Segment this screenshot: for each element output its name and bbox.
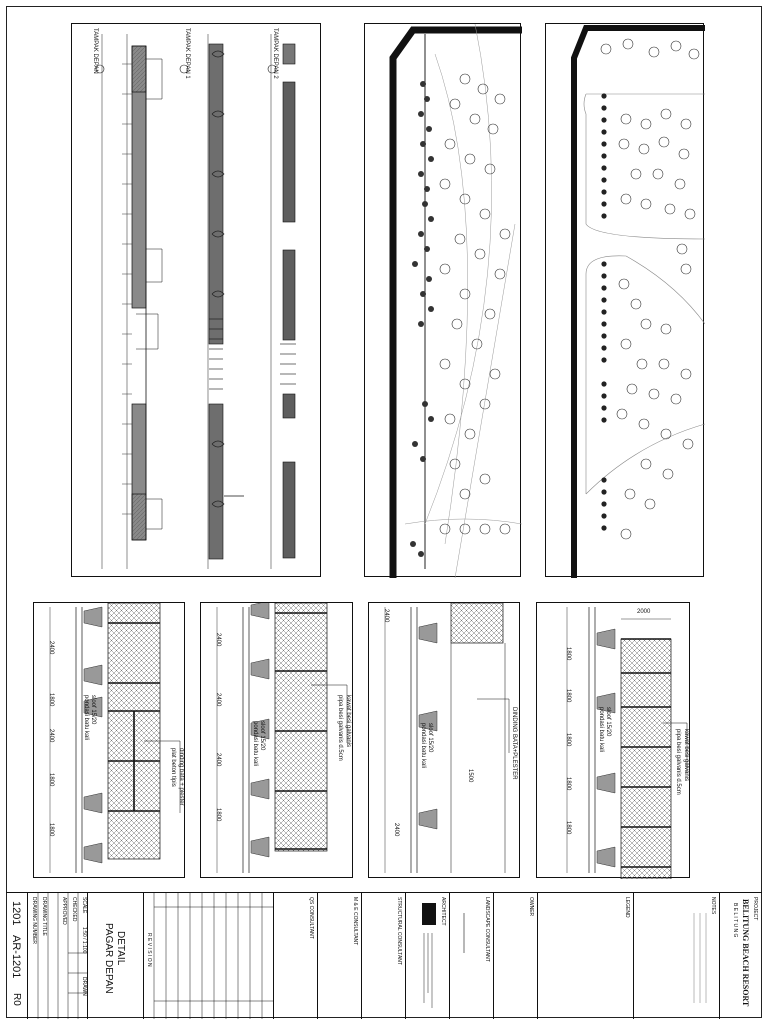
architect-logo [422,903,436,925]
drawing-title-line-1: DETAIL [115,931,126,966]
revision-header: R E V I S I O N [146,933,152,967]
tb-project-column: PROJECT BELITUNG BEACH RESORT B E L I T … [720,893,762,1019]
detail4-dim-d: 1800 [565,777,571,791]
landscape-signature [463,913,465,953]
front-elevation-drawing [95,34,296,569]
fence-detail-4: 2000 1800 1800 1800 1800 1800 sloof 15/2… [536,602,690,879]
drawing-number: AR-1201 [10,935,22,979]
tb-architect-column: ARCHITECT [406,893,450,1019]
detail1-note-2: plat beton tipis [170,748,176,787]
site-plan-frame-1 [364,23,522,578]
elevation-label-3: TAMPAK DEPAN 2 [272,28,278,79]
detail2-dim-b: 2400 [215,693,221,707]
fence-detail-2-drawing [216,603,348,873]
detail4-dim-c: 1800 [565,733,571,747]
detail1-label-b: pondasi batu kali [83,695,89,741]
site-plan-drawing-1 [389,24,522,578]
tb-label-checked: CHECKED [71,897,77,922]
revision-code: R0 [11,993,22,1006]
detail1-dim-b: 1800 [48,693,54,707]
detail2-label-b: pondasi batu kali [252,721,258,767]
architect-logo-lines [423,933,433,1008]
tb-legend-column: LEGEND [538,893,634,1019]
tb-title-column: DETAIL PAGAR DEPAN [88,893,144,1019]
drawing-sheet [6,6,762,1018]
tb-label-scale: SCALE [81,897,87,914]
detail3-label-a: sloof 15/20 [427,723,433,753]
detail2-note-2: pipa besi galvanis d.5cm [337,695,343,761]
tb-label-owner: OWNER [528,897,534,917]
sheet-number: 1201 [10,901,22,926]
detail1-dim-d: 1800 [48,773,54,787]
site-plan-frame-2 [545,23,705,578]
detail3-dim-b: 1500 [467,769,473,783]
detail2-dim-d: 1800 [215,808,221,822]
tb-label-qs: QS CONSULTANT [308,897,314,939]
tb-label-mep: M & E CONSULTANT [352,897,358,946]
tb-label-drawn: DRAWN [81,977,87,996]
tb-label-structure: STRUCTURAL CONSULTANT [396,897,402,965]
detail4-note-2: pipa besi galvanis d.5cm [675,729,681,795]
tb-revision-table: R E V I S I O N [144,893,274,1019]
detail4-dim-top: 2000 [637,609,651,615]
detail4-label-b: pondasi batu kali [598,707,604,753]
fence-detail-1: 2400 1800 2400 1800 1800 sloof 15/20 pon… [33,602,185,878]
fence-detail-3: 2400 1500 2400 sloof 15/20 pondasi batu … [368,602,520,878]
detail4-dim-e: 1800 [565,821,571,835]
front-elevation-frame: TAMPAK DEPAN TAMPAK DEPAN 1 TAMPAK DEPAN… [71,23,321,577]
detail1-label-a: sloof 15/20 [90,695,96,725]
tb-label-drawing-title: DRAWING TITLE [41,897,47,936]
detail1-dim-c: 2400 [48,729,54,743]
tb-info-column: DRAWING NUMBER DRAWING TITLE APPROVED CH… [28,893,88,1019]
tb-label-approved: APPROVED [61,897,67,925]
tb-label-drawing-no: DRAWING NUMBER [31,897,37,945]
drawing-title-line-2: PAGAR DEPAN [103,923,114,994]
detail1-dim-e: 1800 [48,823,54,837]
revision-grid [153,893,274,1019]
detail4-dim-a: 1800 [565,647,571,661]
tb-qs-column: QS CONSULTANT [274,893,318,1019]
detail3-dim-c: 2400 [393,823,399,837]
tb-owner-column: OWNER [494,893,538,1019]
detail4-label-a: sloof 15/20 [605,707,611,737]
tb-scale-value: 1:50 / 1:100 [81,927,87,954]
detail2-label-a: sloof 15/20 [259,721,265,751]
project-name: BELITUNG BEACH RESORT [741,899,750,1007]
elevation-label-2: TAMPAK DEPAN 1 [184,28,190,79]
detail1-note-1: dinding bata + plester [178,748,184,806]
tb-structure-column: STRUCTURAL CONSULTANT [362,893,406,1019]
elevation-label-1: TAMPAK DEPAN [92,28,98,74]
title-block: 1201 AR-1201 R0 DRAWING NUMBER DRAWING T… [6,892,762,1019]
fence-detail-3-drawing [384,603,510,873]
site-plan-drawing-2 [571,25,705,578]
tb-label-project: PROJECT [752,897,758,921]
detail2-note-1: kawat besi galvanis [345,695,351,748]
tb-info-grid [37,893,88,1019]
detail2-dim-a: 2400 [215,633,221,647]
tb-landscape-column: LANDSCAPE CONSULTANT [450,893,494,1019]
detail4-dim-b: 1800 [565,689,571,703]
fence-detail-2: 2400 2400 2400 1800 sloof 15/20 pondasi … [200,602,353,878]
tb-label-legend: LEGEND [624,897,630,918]
detail1-dim-a: 2400 [48,641,54,655]
fence-detail-4-drawing [566,607,688,879]
detail3-dim-a: 2400 [383,609,389,623]
fence-detail-1-drawing [49,603,181,873]
detail3-note-1: DINDING BATA+PLESTER [511,707,517,780]
notes-lines [693,913,707,1003]
detail2-dim-c: 2400 [215,753,221,767]
detail3-label-b: pondasi batu kali [420,723,426,769]
tb-notes-column: NOTES [634,893,720,1019]
tb-mep-column: M & E CONSULTANT [318,893,362,1019]
detail4-note-1: kawat besi galvanis [683,729,689,782]
tb-number-column: 1201 AR-1201 R0 [6,893,28,1019]
project-subtitle: B E L I T U N G [732,903,738,938]
